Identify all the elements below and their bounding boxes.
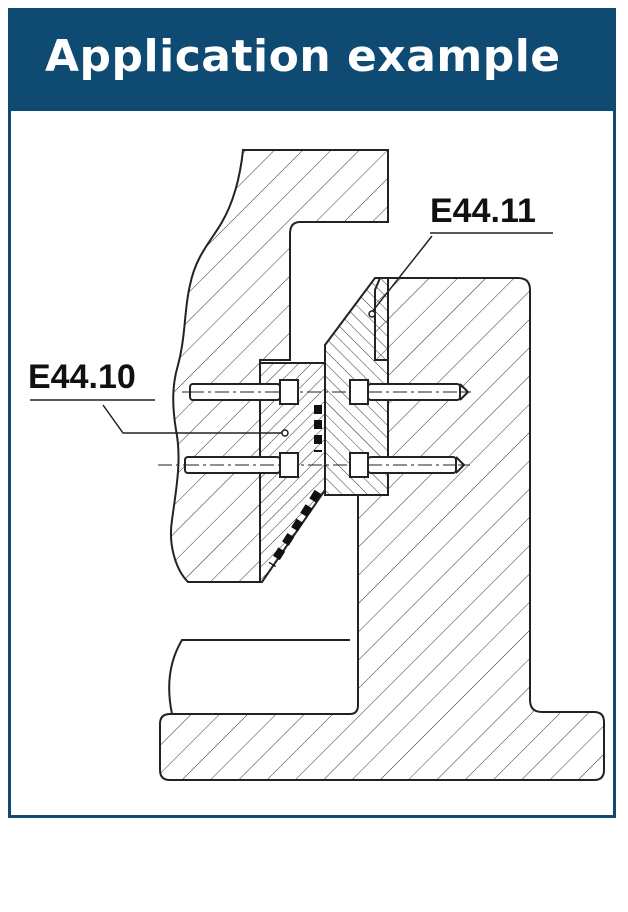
right-body [159, 277, 605, 781]
lower-screw [158, 452, 470, 478]
lower-left-outline [168, 639, 350, 715]
contact-line-diagonal [268, 489, 322, 568]
page-title: Application example [45, 31, 561, 82]
upper-screw [182, 379, 475, 405]
leader-e44-11 [368, 232, 553, 318]
label-e44-11: E44.11 [430, 192, 536, 230]
title-bar: Application example [11, 11, 613, 111]
label-e44-10: E44.10 [28, 358, 136, 396]
leader-e44-10 [30, 399, 289, 437]
